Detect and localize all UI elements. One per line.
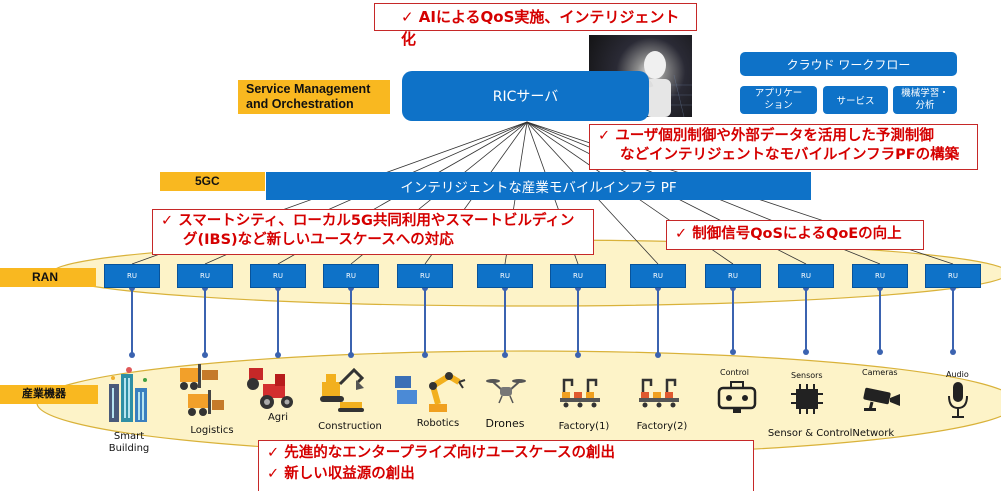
device-label-construction: Construction	[318, 421, 382, 432]
camera-icon	[863, 387, 900, 411]
ru-device-links	[131, 288, 954, 355]
ru-box-1: RU	[104, 264, 160, 288]
ru-box-2: RU	[177, 264, 233, 288]
tractor-icon	[247, 368, 293, 409]
cloud-ml-box: 機械学習・ 分析	[893, 86, 957, 114]
smo-label-line2: and Orchestration	[246, 97, 354, 111]
callout-enterprise-usecases: ✓ 先進的なエンタープライズ向けユースケースの創出 ✓ 新しい収益源の創出	[258, 440, 754, 491]
ru-link-dot-11-2	[877, 349, 883, 355]
smart-building-line1: Smart	[113, 431, 145, 442]
callout-predictive-line1: ✓ ユーザ個別制御や外部データを活用した予測制御	[598, 128, 934, 144]
device-label-agri: Agri	[267, 412, 289, 423]
cloud-app-line2: ション	[764, 100, 793, 111]
cloud-app-line1: アプリケー	[754, 88, 803, 99]
ru-box-7: RU	[550, 264, 606, 288]
callout-bottom-line2: ✓ 新しい収益源の創出	[267, 466, 415, 482]
callout-qoe: ✓ 制御信号QoSによるQoEの向上	[666, 220, 924, 250]
ru-link-dot-7-2	[575, 352, 581, 358]
callout-predictive-control: ✓ ユーザ個別制御や外部データを活用した予測制御 などインテリジェントなモバイル…	[589, 124, 978, 170]
device-label-factory2: Factory(2)	[636, 421, 688, 432]
callout-smart-city: ✓ スマートシティ、ローカル5G共同利用やスマートビルディン グ(IBS)など新…	[152, 209, 594, 255]
callout-smartcity-line2: グ(IBS)など新しいユースケースへの対応	[183, 232, 454, 248]
cloud-service-box: サービス	[823, 86, 888, 114]
ru-link-dot-9-2	[730, 349, 736, 355]
callout-ai-qos: ✓ AIによるQoS実施、インテリジェント化	[374, 3, 697, 48]
ru-link-dot-6-2	[502, 352, 508, 358]
microphone-icon	[948, 382, 968, 418]
forklift-icon	[180, 364, 224, 416]
ru-link-dot-2-2	[202, 352, 208, 358]
smart-building-line2: Building	[108, 443, 150, 454]
robot-arm-icon	[395, 372, 466, 412]
ric-server: RICサーバ	[402, 71, 649, 121]
device-label-logistics: Logistics	[190, 425, 234, 436]
ru-box-3: RU	[250, 264, 306, 288]
ru-link-dot-5-2	[422, 352, 428, 358]
device-label-factory1: Factory(1)	[558, 421, 610, 432]
smart-building-icon	[109, 367, 147, 422]
ru-link-dot-1-2	[129, 352, 135, 358]
cloud-workflow-title: クラウド ワークフロー	[740, 52, 957, 76]
device-label-sensors: Sensors	[791, 371, 823, 380]
ru-box-11: RU	[852, 264, 908, 288]
ru-box-12: RU	[925, 264, 981, 288]
excavator-icon	[320, 367, 365, 412]
cloud-ml-line1: 機械学習・	[901, 88, 949, 99]
callout-bottom-line1: ✓ 先進的なエンタープライズ向けユースケースの創出	[267, 445, 615, 461]
ru-link-dot-8-2	[655, 352, 661, 358]
factory-line-2-icon	[639, 378, 679, 408]
device-label-drones: Drones	[485, 417, 525, 430]
ru-link-dot-12-2	[950, 349, 956, 355]
sensor-control-network-label: Sensor & ControlNetwork	[767, 428, 895, 439]
ru-link-dot-3-2	[275, 352, 281, 358]
ru-box-4: RU	[323, 264, 379, 288]
device-label-robotics: Robotics	[416, 418, 460, 429]
chip-icon	[791, 384, 823, 414]
ru-box-10: RU	[778, 264, 834, 288]
callout-smartcity-line1: ✓ スマートシティ、ローカル5G共同利用やスマートビルディン	[161, 213, 575, 229]
smo-layer-label: Service Management and Orchestration	[238, 80, 390, 114]
ru-box-9: RU	[705, 264, 761, 288]
ru-link-dot-10-2	[803, 349, 809, 355]
cloud-ml-line2: 分析	[915, 100, 935, 111]
factory-line-1-icon	[560, 378, 600, 408]
callout-predictive-line2: などインテリジェントなモバイルインフラPFの構築	[620, 147, 960, 163]
ru-box-8: RU	[630, 264, 686, 288]
smo-label-line1: Service Management	[246, 82, 371, 96]
ru-box-6: RU	[477, 264, 533, 288]
5gc-layer-label: 5GC	[160, 172, 265, 191]
device-label-audio: Audio	[946, 370, 969, 379]
cloud-application-box: アプリケー ション	[740, 86, 817, 114]
device-label-control: Control	[720, 368, 749, 377]
ru-link-dot-4-2	[348, 352, 354, 358]
ran-layer-label: RAN	[0, 268, 96, 287]
device-label-cameras: Cameras	[862, 368, 898, 377]
ru-box-5: RU	[397, 264, 453, 288]
platform-bar: インテリジェントな産業モバイルインフラ PF	[266, 172, 811, 200]
device-label-smart-building: Smart Building	[106, 431, 152, 455]
drone-icon	[486, 379, 526, 404]
industry-layer-label: 産業機器	[0, 385, 98, 404]
controller-icon	[717, 381, 757, 413]
